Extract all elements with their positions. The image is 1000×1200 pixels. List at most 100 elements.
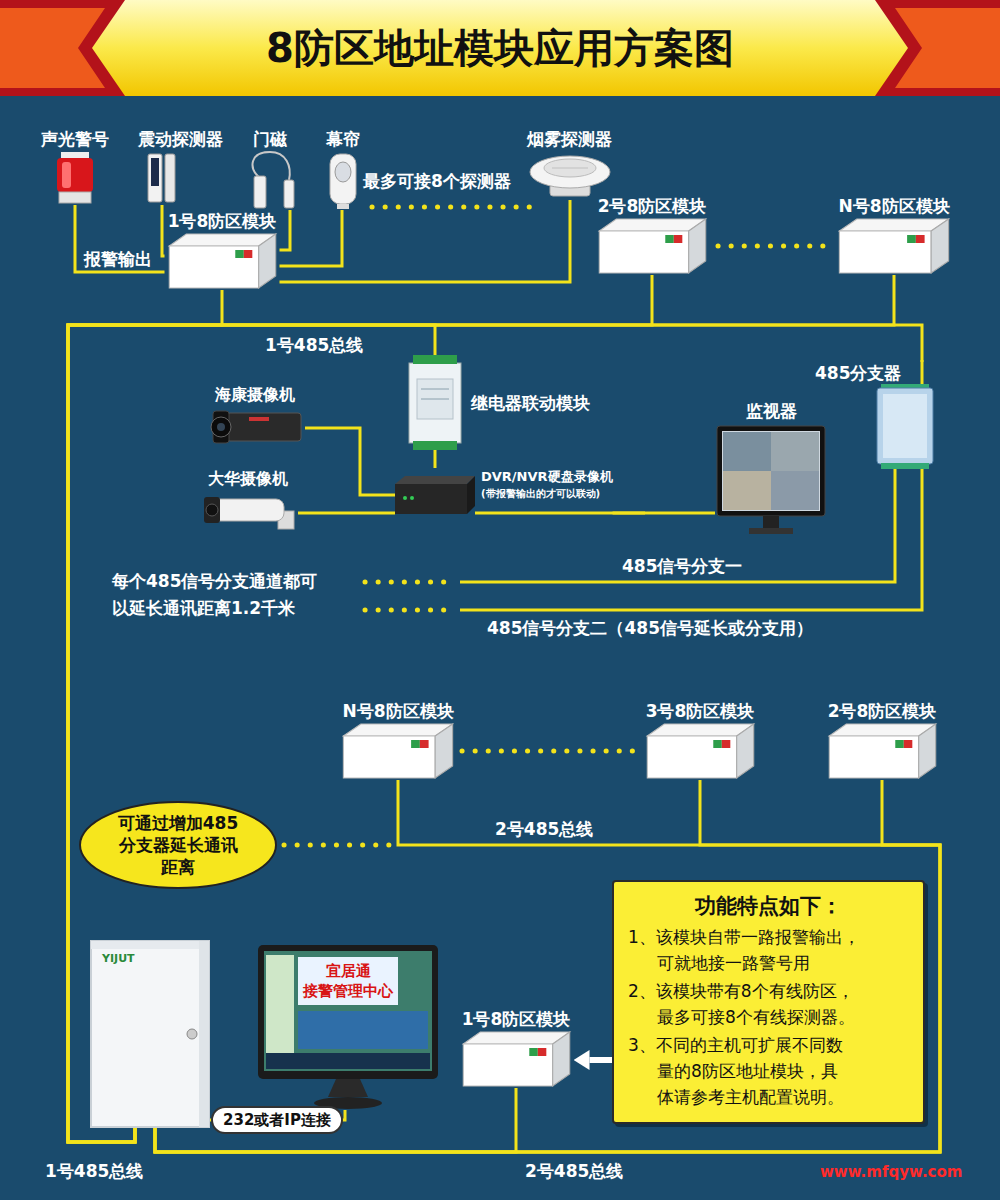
picture-part	[463, 1044, 552, 1086]
device-label: 大华摄像机	[208, 468, 288, 489]
device-picture	[90, 940, 210, 1128]
device-picture	[643, 722, 758, 780]
siren-device: 声光警号	[35, 128, 115, 205]
picture-part	[227, 413, 301, 441]
picture-part	[206, 504, 218, 516]
picture-frame	[395, 468, 475, 518]
leader-dots	[284, 843, 392, 848]
picture-frame	[128, 150, 233, 205]
connector-group	[68, 200, 940, 1152]
picture-part	[713, 740, 722, 748]
dvr-recorder: DVR/NVR硬盘录像机(带报警输出的才可以联动)	[395, 468, 613, 518]
picture-part	[264, 951, 432, 1071]
picture-part	[530, 156, 610, 188]
picture-part	[931, 219, 948, 273]
picture-frame	[205, 405, 305, 450]
branch-wire	[460, 469, 922, 610]
picture-part	[235, 250, 244, 258]
picture-part	[217, 423, 225, 431]
picture-part	[169, 234, 275, 246]
diagram-title: 8防区地址模块应用方案图	[0, 20, 1000, 76]
picture-part	[916, 235, 925, 243]
picture-frame	[165, 232, 280, 290]
device-label: 2号8防区模块	[828, 700, 937, 722]
picture-part	[881, 463, 929, 469]
picture-part	[839, 231, 931, 273]
device-picture	[128, 150, 233, 205]
picture-frame	[715, 422, 827, 537]
device-picture	[405, 355, 465, 450]
annotation: 最多可接8个探测器	[363, 170, 511, 192]
connector-wire	[298, 512, 395, 515]
picture-part	[335, 162, 351, 182]
connector-wire	[162, 205, 165, 256]
annotation: 2号485总线	[495, 818, 593, 840]
vibration-detector: 震动探测器	[128, 128, 233, 205]
picture-part	[771, 432, 819, 471]
connector-wire	[280, 200, 571, 282]
link-tag: 232或者IP连接	[211, 1106, 343, 1134]
picture-part	[258, 234, 275, 288]
picture-part	[417, 379, 453, 419]
picture-part	[544, 159, 596, 177]
picture-part	[421, 389, 449, 390]
device-label: 1号8防区模块	[462, 1008, 571, 1030]
picture-part	[298, 1011, 428, 1049]
edge-label: 报警输出	[82, 248, 154, 270]
picture-part	[328, 1079, 368, 1097]
relay-module: 继电器联动模块	[405, 355, 590, 450]
device-picture	[459, 1030, 574, 1088]
picture-part	[395, 484, 467, 514]
annotation: 1号485总线	[265, 334, 363, 356]
picture-part	[403, 496, 407, 500]
device-picture	[198, 489, 298, 534]
picture-part	[771, 471, 819, 510]
device-label: 声光警号	[41, 128, 109, 150]
brand-logo: YIJUT	[90, 940, 210, 966]
annotation: 2号485总线	[525, 1160, 623, 1182]
door-contact: 门磁	[240, 128, 300, 210]
picture-part	[829, 736, 918, 778]
picture-part	[467, 476, 475, 514]
picture-part	[337, 204, 349, 209]
picture-part	[210, 499, 284, 521]
picture-part	[688, 219, 705, 273]
connector-wire	[75, 205, 165, 272]
continuation-dots	[462, 749, 638, 754]
picture-part	[421, 399, 449, 400]
picture-part	[763, 516, 779, 528]
picture-part	[749, 528, 793, 534]
zone-module: 1号8防区模块	[459, 1008, 574, 1088]
screen-text: 宜居通 接警管理中心	[298, 961, 398, 1001]
picture-part	[723, 432, 771, 471]
alarm-host-cabinet: YIJUT	[90, 940, 210, 1128]
picture-part	[187, 1029, 197, 1039]
connector-wire	[613, 512, 715, 515]
text-column: DVR/NVR硬盘录像机(带报警输出的才可以联动)	[481, 468, 613, 501]
picture-part	[148, 154, 162, 202]
device-label: 继电器联动模块	[471, 392, 590, 414]
picture-part	[736, 724, 753, 778]
device-label: 监视器	[746, 400, 797, 422]
picture-part	[552, 168, 588, 169]
picture-part	[599, 219, 705, 231]
picture-part	[435, 724, 452, 778]
picture-part	[420, 740, 429, 748]
picture-part	[903, 740, 912, 748]
annotation: 485信号分支一	[622, 555, 743, 577]
picture-part	[165, 154, 175, 202]
device-note: (带报警输出的才可以联动)	[481, 486, 613, 501]
management-pc: 宜居通 接警管理中心	[258, 945, 438, 1110]
connector-wire	[68, 290, 222, 1142]
connector-wire	[68, 275, 652, 1142]
picture-part	[722, 431, 820, 511]
picture-part	[266, 955, 294, 1065]
leader-dots	[365, 580, 452, 585]
picture-part	[151, 158, 159, 186]
device-picture	[715, 422, 827, 537]
connector-wire	[280, 210, 343, 266]
device-picture	[512, 150, 627, 200]
picture-part	[411, 740, 420, 748]
feature-item: 3、不同的主机可扩展不同数 量的8防区地址模块，具 体请参考主机配置说明。	[628, 1032, 909, 1110]
picture-part	[723, 471, 771, 510]
